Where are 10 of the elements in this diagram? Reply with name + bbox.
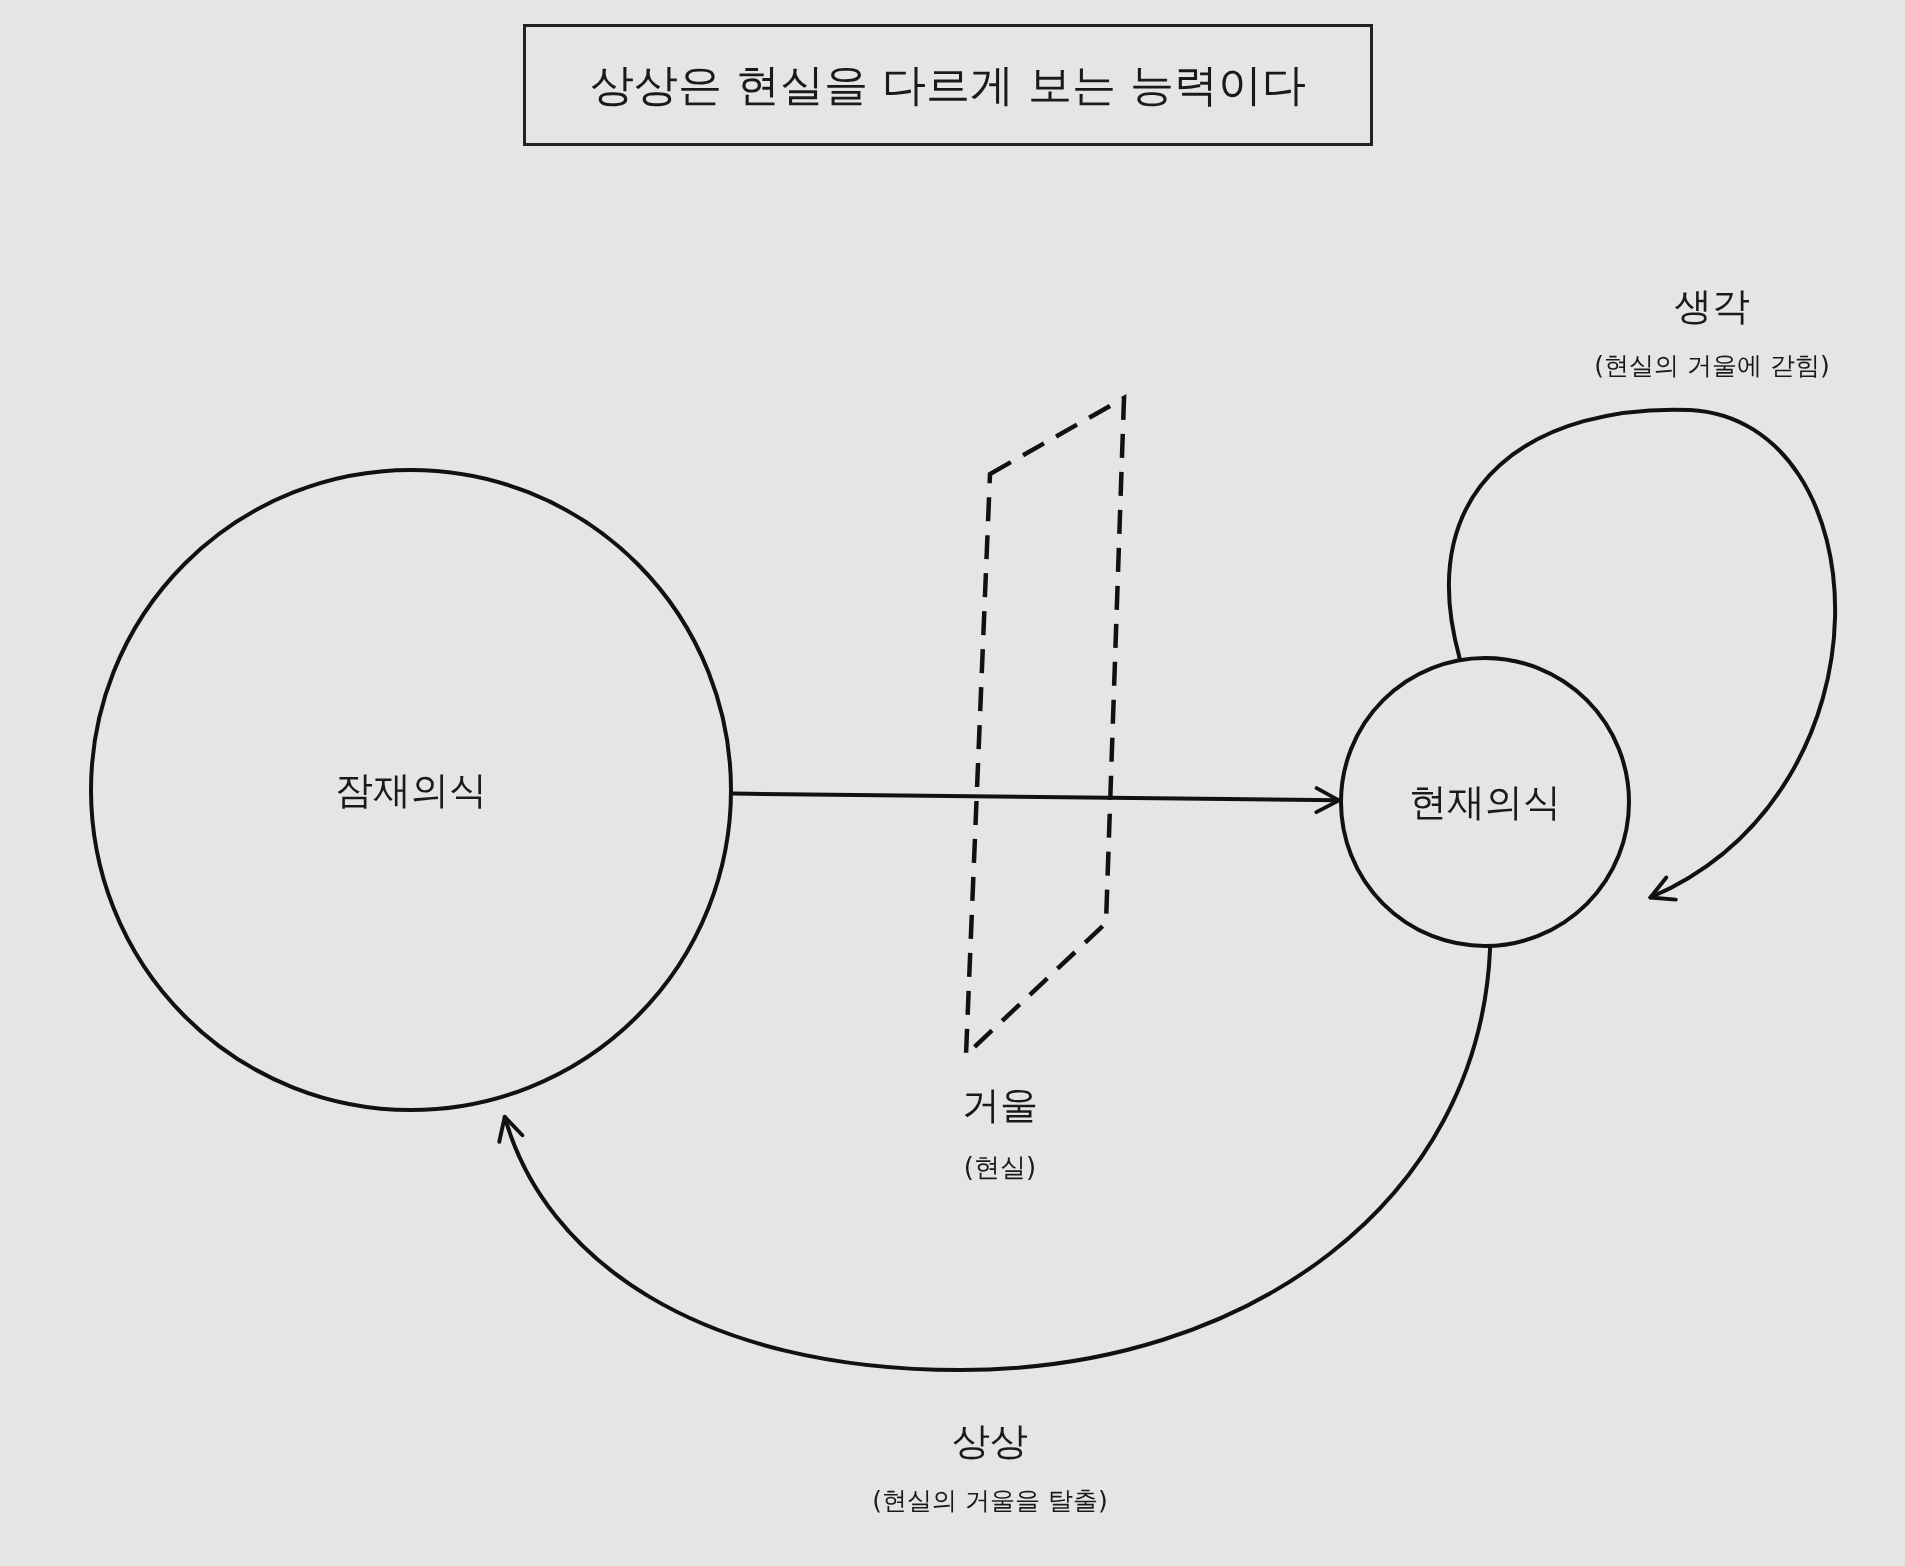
arrow	[731, 786, 1341, 815]
arrow	[1447, 408, 1838, 900]
circle: 잠재의식	[89, 468, 733, 1112]
mirror-sublabel: (현실)	[963, 1151, 1037, 1184]
edge-label: 생각 (현실의 거울에 갇힘)	[1593, 283, 1831, 383]
title-box: 상상은 현실을 다르게 보는 능력이다	[523, 24, 1373, 146]
arrow	[499, 945, 1493, 1372]
edge-label: 상상 (현실의 거울을 탈출)	[871, 1418, 1109, 1518]
circle: 현재의식	[1339, 656, 1631, 948]
mirror-label: 거울	[962, 1082, 1038, 1129]
